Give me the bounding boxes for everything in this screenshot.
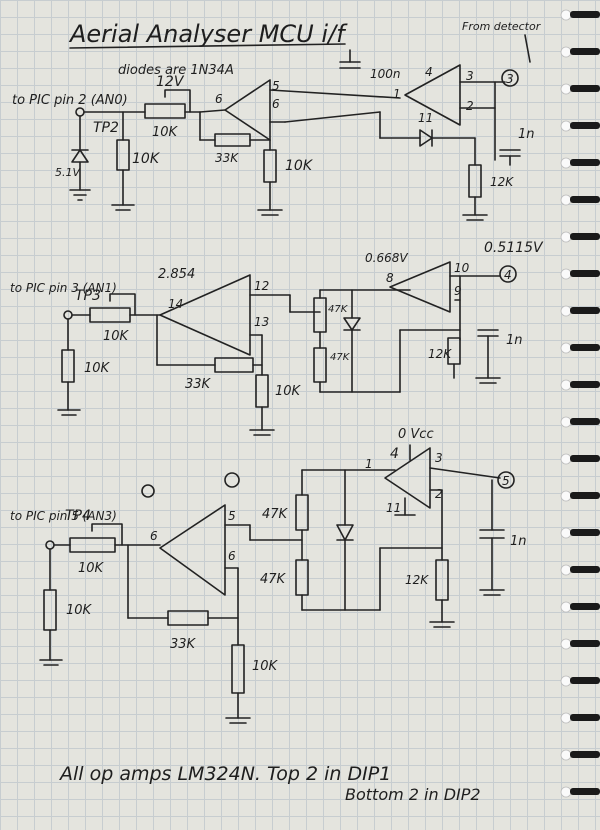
pin-7-label: 6 xyxy=(215,92,223,106)
v0668-label: 0.668V xyxy=(365,251,408,265)
r10k-label-2: 10K xyxy=(285,158,314,174)
node-3-label: 3 xyxy=(506,72,514,86)
pin-6-label: 6 xyxy=(272,97,280,111)
r47k-label-1: 47K xyxy=(328,304,349,315)
v12-label: 12V xyxy=(156,74,185,90)
r10k-pot-label-1: 10K xyxy=(152,125,179,140)
node-4-label: 4 xyxy=(504,268,512,282)
r33k-label-1: 33K xyxy=(215,151,239,165)
to-pic-pin5-label: to PIC pin 5 (AN3) xyxy=(10,509,117,523)
spiral-binding xyxy=(560,9,600,798)
pin-14-label: 14 xyxy=(168,297,183,311)
from-detector-label: From detector xyxy=(462,20,542,33)
pin-4-label-2: 4 xyxy=(390,446,399,462)
tp3-label: TP3 xyxy=(75,288,101,304)
r10k-pot-label-2: 10K xyxy=(103,329,130,344)
node-5-label: 5 xyxy=(502,474,510,488)
r12k-label-1: 12K xyxy=(490,175,514,189)
diodes-label: diodes are 1N34A xyxy=(118,63,234,78)
r10k-label-3: 10K xyxy=(84,361,111,376)
pin-6-label-2: 6 xyxy=(228,549,236,563)
pin-7-label-2: 6 xyxy=(150,529,158,543)
top-circuit: From detector diodes are 1N34A 12V 100n … xyxy=(12,20,542,221)
r47k-label-3: 47K xyxy=(262,507,289,522)
pin-2-label: 2 xyxy=(466,99,474,113)
pin-5-label: 5 xyxy=(272,79,280,93)
cap-100n-label: 100n xyxy=(370,67,401,81)
footer-note-2: Bottom 2 in DIP2 xyxy=(345,785,481,804)
r10k-label-4: 10K xyxy=(275,384,302,399)
r47k-label-4: 47K xyxy=(260,572,287,587)
cap-1n-label-1: 1n xyxy=(518,127,535,142)
r10k-label-5: 10K xyxy=(66,603,93,618)
pin-3-label-2: 3 xyxy=(435,451,443,465)
pin-1-label-2: 1 xyxy=(365,457,373,471)
v05115-label: 0.5115V xyxy=(484,240,544,256)
pin-11-label: 11 xyxy=(418,111,433,125)
pin-12-label: 12 xyxy=(254,279,269,293)
tp4-label: TP4 xyxy=(65,508,91,524)
pin-11-label-2: 11 xyxy=(386,501,401,515)
footer-note-1: All op amps LM324N. Top 2 in DIP1 xyxy=(58,763,391,785)
cap-1n-label-3: 1n xyxy=(510,534,527,549)
zener-5v1-label: 5.1V xyxy=(55,166,81,179)
pin-8-label: 8 xyxy=(386,271,394,285)
middle-circuit: 0.668V 0.5115V 2.854 to PIC pin 3 (AN1) … xyxy=(10,240,544,436)
r10k-label-6: 10K xyxy=(252,659,279,674)
pin-5-label-2: 5 xyxy=(228,509,236,523)
pin-9-label: 9 xyxy=(454,284,462,298)
pin-10-label: 10 xyxy=(454,261,470,275)
cap-1n-label-2: 1n xyxy=(506,333,523,348)
r33k-label-3: 33K xyxy=(170,637,197,652)
r10k-label-1: 10K xyxy=(132,151,161,167)
pin-4-label: 4 xyxy=(425,65,433,79)
r12k-label-3: 12K xyxy=(405,573,429,587)
pin-1-label: 1 xyxy=(393,87,401,101)
vcc-label: 0 Vcc xyxy=(398,427,434,442)
pin-3-label: 3 xyxy=(466,69,474,83)
r10k-pot-label-3: 10K xyxy=(78,561,105,576)
pin-13-label: 13 xyxy=(254,315,269,329)
bottom-circuit: 0 Vcc to PIC pin 5 (AN3) TP4 10K 10K 6 5… xyxy=(10,427,527,724)
r12k-label-2: 12K xyxy=(428,347,452,361)
tp2-label: TP2 xyxy=(93,120,119,136)
r33k-label-2: 33K xyxy=(185,377,212,392)
to-pic-pin3-label: to PIC pin 3 (AN1) xyxy=(10,281,117,295)
pin-2-label-2: 2 xyxy=(435,487,443,501)
page-title: Aerial Analyser MCU i/f xyxy=(68,20,348,48)
r47k-label-2: 47K xyxy=(330,352,351,363)
v2854-label: 2.854 xyxy=(158,267,195,282)
to-pic-pin2-label: to PIC pin 2 (AN0) xyxy=(12,93,128,108)
